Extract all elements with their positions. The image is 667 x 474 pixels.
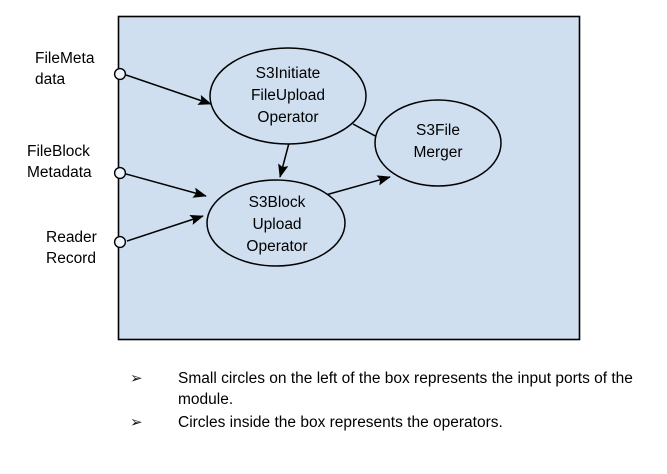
legend-item-text: Small circles on the left of the box rep… — [178, 370, 633, 408]
edge-initiate-to-blockupload — [278, 142, 290, 178]
legend-item: ➢ Circles inside the box represents the … — [130, 412, 650, 433]
reader-record-port[interactable] — [113, 235, 127, 249]
s3-block-upload-operator-label: S3Block Upload Operator — [246, 194, 308, 255]
edge-filemetadata-to-initiate — [125, 74, 212, 105]
legend: ➢ Small circles on the left of the box r… — [130, 368, 650, 433]
legend-item: ➢ Small circles on the left of the box r… — [130, 368, 650, 410]
s3-initiate-file-upload-operator[interactable] — [209, 47, 367, 145]
file-block-metadata-port-label: FileBlock Metadata — [27, 143, 92, 181]
edge-fileblock-to-blockupload — [125, 173, 207, 198]
s3-file-merger-operator-label: S3File Merger — [413, 122, 463, 161]
arrow-bullet-icon: ➢ — [130, 414, 143, 431]
file-block-metadata-port[interactable] — [113, 166, 127, 180]
s3-file-merger-operator[interactable] — [374, 99, 502, 187]
file-metadata-port-label: FileMeta data — [35, 50, 95, 88]
file-metadata-port[interactable] — [113, 67, 127, 81]
edge-blockupload-to-merger — [321, 175, 391, 197]
legend-item-text: Circles inside the box represents the op… — [178, 414, 503, 431]
edges-group — [125, 74, 393, 242]
s3-initiate-file-upload-operator-label: S3Initiate FileUpload Operator — [250, 65, 326, 126]
arrow-bullet-icon: ➢ — [130, 370, 143, 387]
edge-readerrecord-to-blockupload — [126, 214, 204, 242]
s3-block-upload-operator[interactable] — [206, 179, 346, 267]
reader-record-port-label: Reader Record — [46, 229, 97, 267]
